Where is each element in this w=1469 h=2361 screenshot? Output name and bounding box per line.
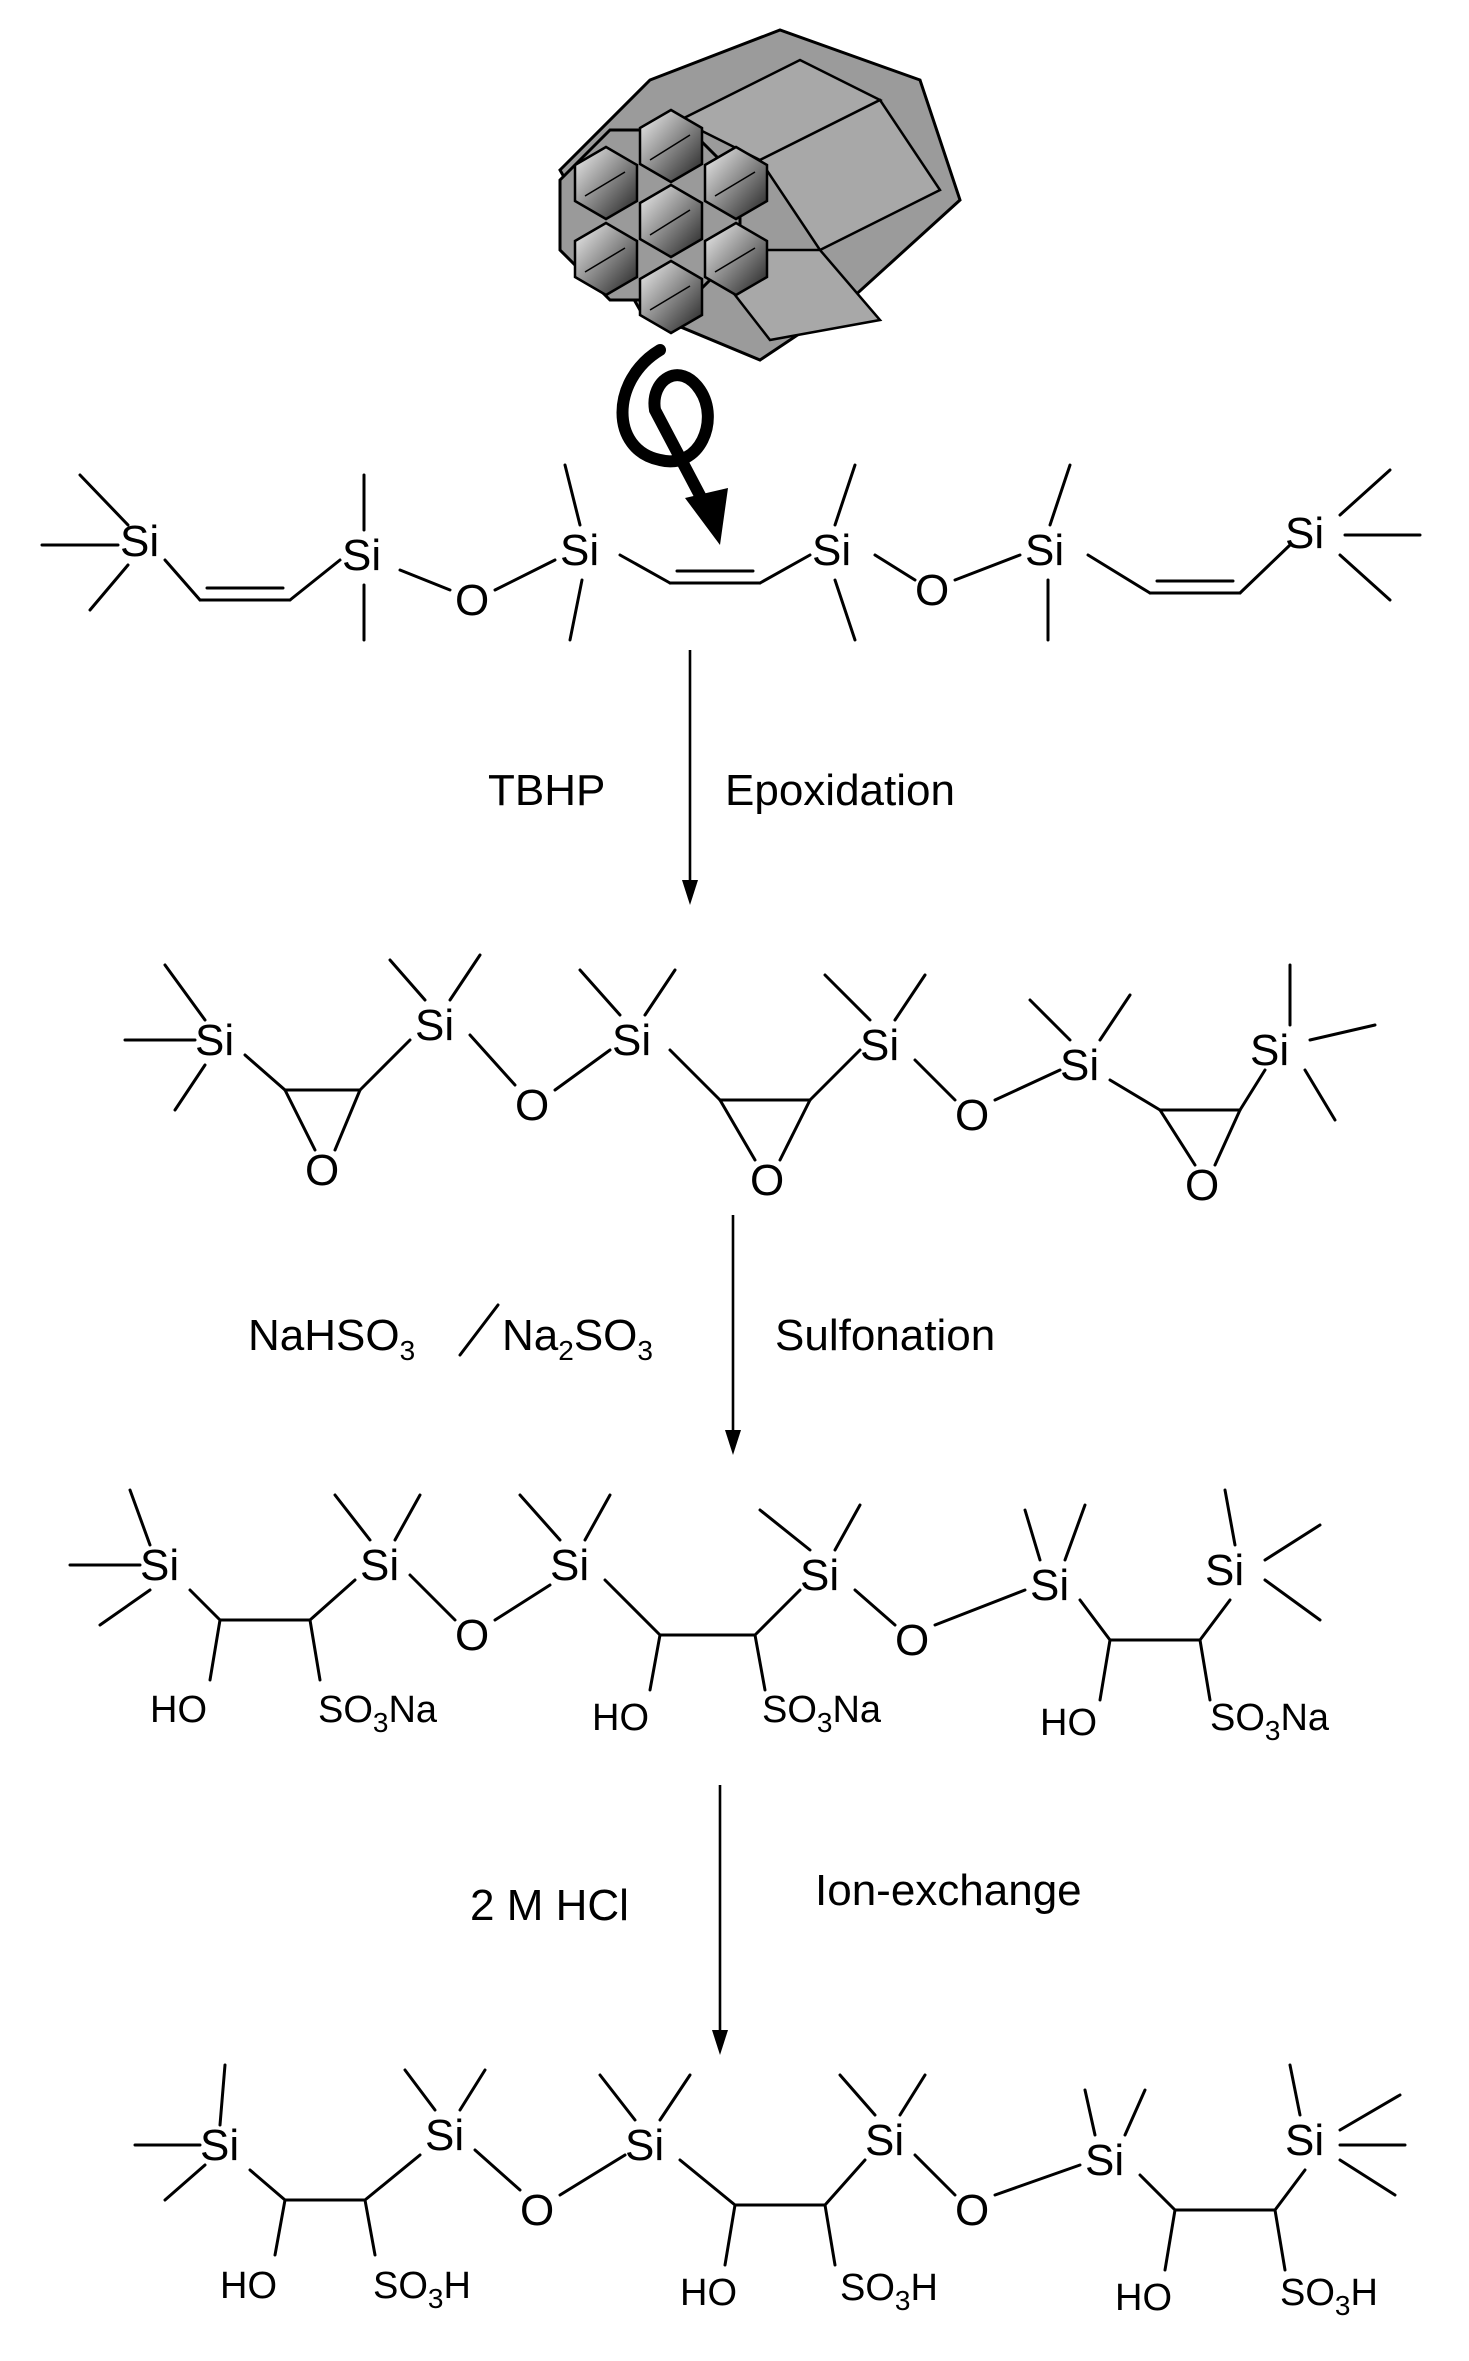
reagent-nahso3: NaHSO3 (248, 1311, 415, 1366)
process-epoxidation: Epoxidation (725, 766, 955, 815)
si-atom: Si (612, 1016, 651, 1065)
si-atom: Si (812, 526, 851, 575)
sulfonic-acid-group: SO3H (840, 2267, 938, 2316)
si-atom: Si (800, 1551, 839, 1600)
reagent-tbhp: TBHP (488, 766, 605, 815)
si-atom: Si (1030, 1561, 1069, 1610)
oxygen-atom: O (895, 1616, 929, 1665)
si-atom: Si (1285, 2116, 1324, 2165)
oxygen-atom: O (455, 576, 489, 625)
si-atom: Si (140, 1541, 179, 1590)
oxygen-atom: O (455, 1611, 489, 1660)
structure-row-4-sulfonic-acid: Si HO SO3H Si O Si HO SO3H Si (133, 2063, 1407, 2321)
si-atom: Si (1250, 1026, 1289, 1075)
attachment-arrow (616, 344, 728, 545)
si-atom: Si (1025, 526, 1064, 575)
structure-row-3-sulfonate-salt: Si HO SO3Na Si O Si HO SO3Na Si (68, 1488, 1330, 1746)
reaction-arrow-3: 2 M HCl Ion-exchange (470, 1785, 1082, 2055)
si-atom: Si (1285, 509, 1324, 558)
sulfonate-group: SO3Na (762, 1689, 882, 1738)
oxygen-atom: O (915, 566, 949, 615)
si-atom: Si (1205, 1546, 1244, 1595)
si-atom: Si (415, 1001, 454, 1050)
process-ion-exchange: Ion-exchange (815, 1866, 1082, 1915)
si-atom: Si (550, 1541, 589, 1590)
reagent-na2so3: Na2SO3 (502, 1311, 653, 1366)
oxygen-atom: O (955, 2186, 989, 2235)
si-atom: Si (200, 2121, 239, 2170)
oxygen-atom: O (305, 1146, 339, 1195)
hydroxyl-group: HO (592, 1697, 649, 1739)
si-atom: Si (360, 1541, 399, 1590)
si-atom: Si (560, 526, 599, 575)
oxygen-atom: O (515, 1081, 549, 1130)
reaction-arrow-2: NaHSO3 Na2SO3 Sulfonation (248, 1215, 995, 1455)
si-atom: Si (625, 2121, 664, 2170)
hydroxyl-group: HO (680, 2272, 737, 2314)
si-atom: Si (1085, 2136, 1124, 2185)
oxygen-atom: O (1185, 1161, 1219, 1210)
oxygen-atom: O (520, 2186, 554, 2235)
structure-row-2-epoxide: Si O Si O Si O Si O (123, 953, 1377, 1210)
hydroxyl-group: HO (1115, 2277, 1172, 2319)
mesoporous-silica-icon (558, 28, 962, 362)
si-atom: Si (865, 2116, 904, 2165)
si-atom: Si (1060, 1041, 1099, 1090)
oxygen-atom: O (955, 1091, 989, 1140)
sulfonate-group: SO3Na (1210, 1697, 1330, 1746)
sulfonic-acid-group: SO3H (1280, 2272, 1378, 2321)
process-sulfonation: Sulfonation (775, 1311, 995, 1360)
sulfonic-acid-group: SO3H (373, 2265, 471, 2314)
hydroxyl-group: HO (1040, 1702, 1097, 1744)
structure-row-1-alkene: Si Si O Si Si O Si (40, 463, 1422, 642)
reaction-arrow-1: TBHP Epoxidation (488, 650, 955, 905)
si-atom: Si (860, 1021, 899, 1070)
sulfonate-group: SO3Na (318, 1689, 438, 1738)
hydroxyl-group: HO (150, 1689, 207, 1731)
si-atom: Si (195, 1016, 234, 1065)
reagent-hcl: 2 M HCl (470, 1881, 629, 1930)
hydroxyl-group: HO (220, 2265, 277, 2307)
si-atom: Si (425, 2111, 464, 2160)
oxygen-atom: O (750, 1156, 784, 1205)
si-atom: Si (342, 531, 381, 580)
